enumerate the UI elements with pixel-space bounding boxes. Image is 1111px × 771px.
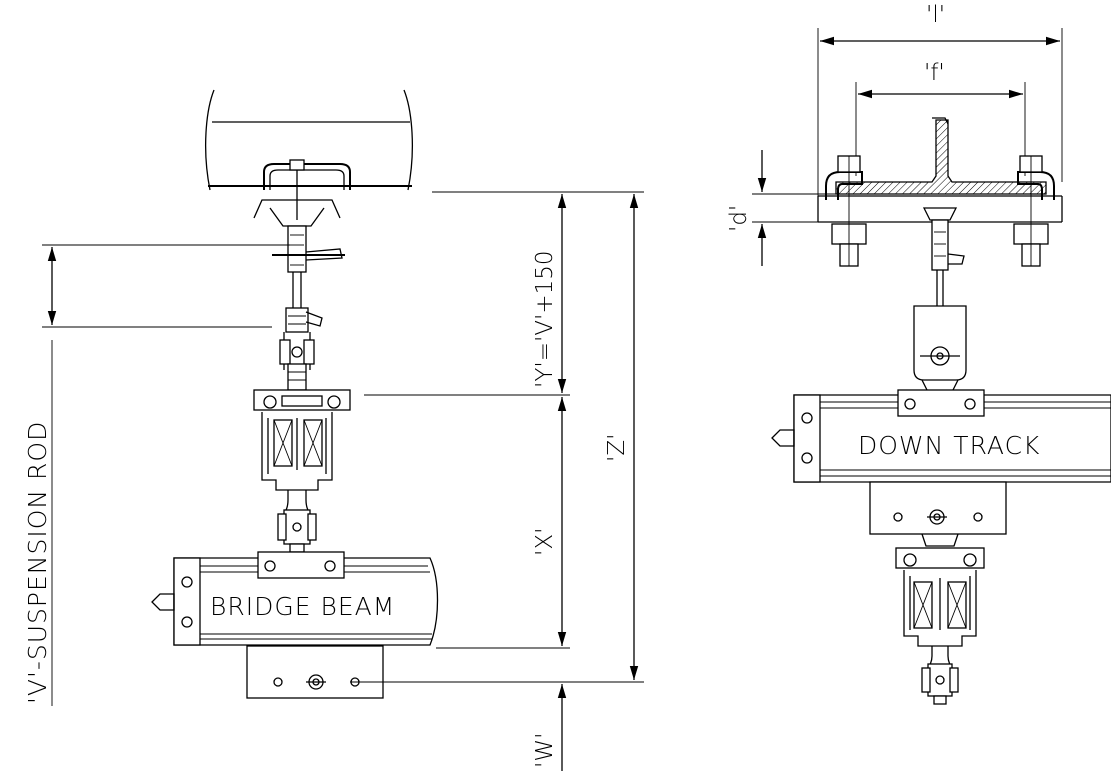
down-track-hanger — [913, 207, 967, 393]
down-track-label: DOWN TRACK — [858, 431, 1040, 460]
y-dimension-label: 'Y'='V'+150 — [532, 250, 558, 388]
w-dimension-label: 'W' — [532, 733, 558, 768]
suspension-rod-assembly — [272, 225, 345, 391]
f-dimension-label: 'f' — [924, 60, 945, 86]
left-dimensions: 'V'-SUSPENSION ROD 'Y'='V'+150 'X' 'Z' '… — [23, 191, 644, 771]
down-track-end-plate — [869, 481, 1007, 535]
x-dimension-label: 'X' — [532, 528, 558, 556]
upper-trolley — [253, 389, 351, 553]
d-dimension-label: 'd' — [726, 205, 752, 232]
runway-girder — [204, 89, 414, 191]
down-track: DOWN TRACK — [771, 389, 1111, 483]
z-dimension-label: 'Z' — [604, 434, 630, 462]
l-dimension-label: 'l' — [926, 2, 945, 28]
flange-clamps — [825, 155, 1055, 267]
bridge-beam: BRIDGE BEAM — [151, 551, 439, 646]
bridge-end-plate — [246, 645, 384, 699]
girder-clamp — [253, 159, 351, 227]
bridge-beam-label: BRIDGE BEAM — [210, 592, 395, 621]
left-view: BRIDGE BEAM — [151, 89, 439, 699]
suspension-rod-label: 'V'-SUSPENSION ROD — [23, 421, 52, 704]
right-view: 'l' 'f' 'd' — [726, 2, 1111, 705]
lower-trolley — [895, 533, 985, 705]
